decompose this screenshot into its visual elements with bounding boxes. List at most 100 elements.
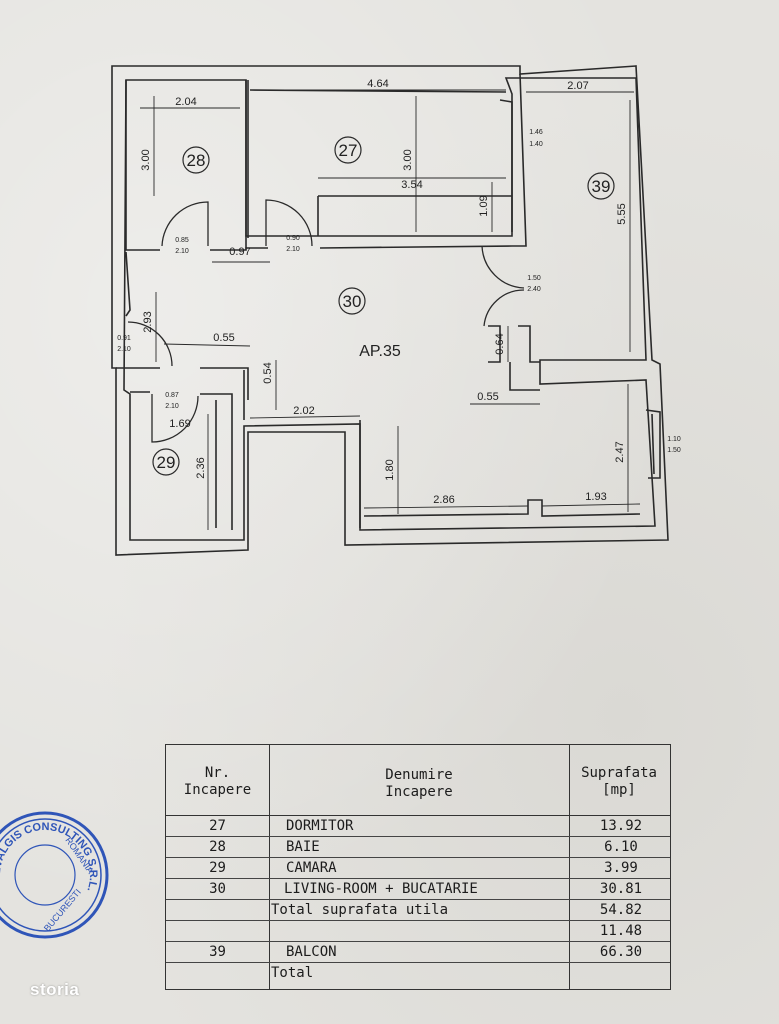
table-row: 27 DORMITOR 13.92	[166, 817, 670, 837]
dim-label: 2.93	[142, 311, 154, 332]
dim-label: 0.55	[477, 391, 498, 403]
row-nr: 30	[209, 881, 226, 897]
door-room29	[151, 394, 199, 443]
header-area-line2: [mp]	[602, 782, 636, 798]
table-row: 39 BALCON 66.30	[166, 943, 670, 963]
door-room28	[161, 201, 209, 247]
dim-label: 2.10	[165, 403, 179, 410]
column-divider	[269, 745, 270, 989]
row-name: Total suprafata utila	[271, 902, 449, 918]
apartment-label: AP.35	[359, 343, 401, 360]
row-name: DORMITOR	[286, 818, 354, 834]
table-row: 28 BAIE 6.10	[166, 838, 670, 858]
room27-number: 27	[339, 141, 358, 160]
dim-label: 0.87	[165, 392, 179, 399]
header-area-line1: Suprafata	[581, 765, 657, 781]
room28-number: 28	[187, 151, 206, 170]
company-stamp: EVALGIS CONSULTING S.R.L. ROMANIA BUCURE…	[0, 800, 110, 950]
row-area: 13.92	[599, 818, 643, 834]
dim-label: 1.09	[478, 195, 490, 216]
dim-label: 1.50	[667, 447, 681, 454]
dim-label: 0.55	[213, 332, 234, 344]
wall-balcony	[512, 73, 527, 247]
row-name: LIVING-ROOM + BUCATARIE	[284, 881, 478, 897]
header-name-line2: Incapere	[385, 784, 453, 800]
areas-table: Nr. Incapere Denumire Incapere Suprafata…	[165, 744, 671, 990]
dim-label: 2.10	[286, 246, 300, 253]
row-name: BAIE	[286, 839, 320, 855]
dim-label: 1.69	[169, 418, 190, 430]
dim-label: 2.40	[527, 286, 541, 293]
table-row: Total suprafata utila 54.82	[166, 901, 670, 921]
dim-label: 0.64	[494, 333, 506, 354]
row-area: 54.82	[599, 902, 643, 918]
dim-label: 1.50	[527, 275, 541, 282]
doors	[127, 199, 525, 443]
dim-label: 0.97	[229, 246, 250, 258]
room27-circle	[334, 136, 362, 164]
dim-label: 1.10	[667, 436, 681, 443]
table-row: 29 CAMARA 3.99	[166, 859, 670, 879]
column-divider	[569, 745, 570, 989]
storia-logo: storia	[30, 980, 80, 999]
dim-label: 0.54	[262, 362, 274, 383]
dim-label: 0.85	[175, 237, 189, 244]
row-area: 11.48	[599, 923, 643, 939]
header-name-line1: Denumire	[385, 767, 453, 783]
dim-label: 4.64	[367, 78, 388, 90]
row-nr: 27	[209, 818, 226, 834]
room29-number: 29	[157, 453, 176, 472]
dim-label: 2.36	[195, 457, 207, 478]
row-name: BALCON	[286, 944, 337, 960]
door-balcony-2	[483, 289, 525, 327]
row-nr: 28	[209, 839, 226, 855]
dimension-lines	[140, 89, 641, 530]
row-nr: 39	[209, 944, 226, 960]
header-nr-line2: Incapere	[183, 782, 252, 798]
dim-label: 2.02	[293, 405, 314, 417]
dim-label: 5.55	[616, 203, 628, 224]
dim-label: 3.00	[140, 149, 152, 170]
table-row: 11.48	[166, 922, 670, 942]
room29-circle	[152, 448, 180, 476]
door-room27	[265, 199, 313, 247]
header-nr-line1: Nr.	[204, 765, 231, 781]
row-area: 6.10	[604, 839, 638, 855]
dim-label: 2.86	[433, 494, 454, 506]
dim-label: 3.00	[402, 149, 414, 170]
dim-label: 0.90	[286, 235, 300, 242]
table-row: 30 LIVING-ROOM + BUCATARIE 30.81	[166, 880, 670, 900]
row-name: Total	[271, 965, 314, 981]
row-area: 3.99	[604, 860, 638, 876]
outer-wall	[111, 65, 669, 556]
door-left	[127, 321, 173, 367]
door-balcony	[481, 245, 525, 289]
table-row: Total	[166, 964, 670, 983]
dim-label: 1.46	[529, 129, 543, 136]
dim-label: 2.04	[175, 96, 196, 108]
dim-label: 1.80	[384, 459, 396, 480]
table-header: Nr. Incapere Denumire Incapere Suprafata…	[166, 745, 670, 816]
wall-room29	[130, 391, 233, 530]
stamp-text-bottom: BUCURESTI	[42, 887, 83, 933]
dim-label: 2.47	[614, 441, 626, 462]
dim-label: 1.93	[585, 491, 606, 503]
dim-label: 2.10	[175, 248, 189, 255]
dim-label: 0.91	[117, 335, 131, 342]
room30-circle	[338, 287, 366, 315]
row-area: 66.30	[599, 944, 643, 960]
dim-label: 3.54	[401, 179, 422, 191]
room28-circle	[182, 146, 210, 174]
room39-circle	[587, 172, 615, 200]
dim-label: 1.40	[529, 141, 543, 148]
dim-label: 2.10	[117, 346, 131, 353]
row-nr: 29	[209, 860, 226, 876]
room30-number: 30	[343, 292, 362, 311]
row-area: 30.81	[599, 881, 643, 897]
row-name: CAMARA	[286, 860, 337, 876]
dim-label: 2.07	[567, 80, 588, 92]
wall-room28	[125, 80, 247, 251]
room39-number: 39	[592, 177, 611, 196]
floor-plan: 28 27 39 30 29 AP.35 2.04 4.64 2.07 3.00…	[111, 65, 681, 556]
